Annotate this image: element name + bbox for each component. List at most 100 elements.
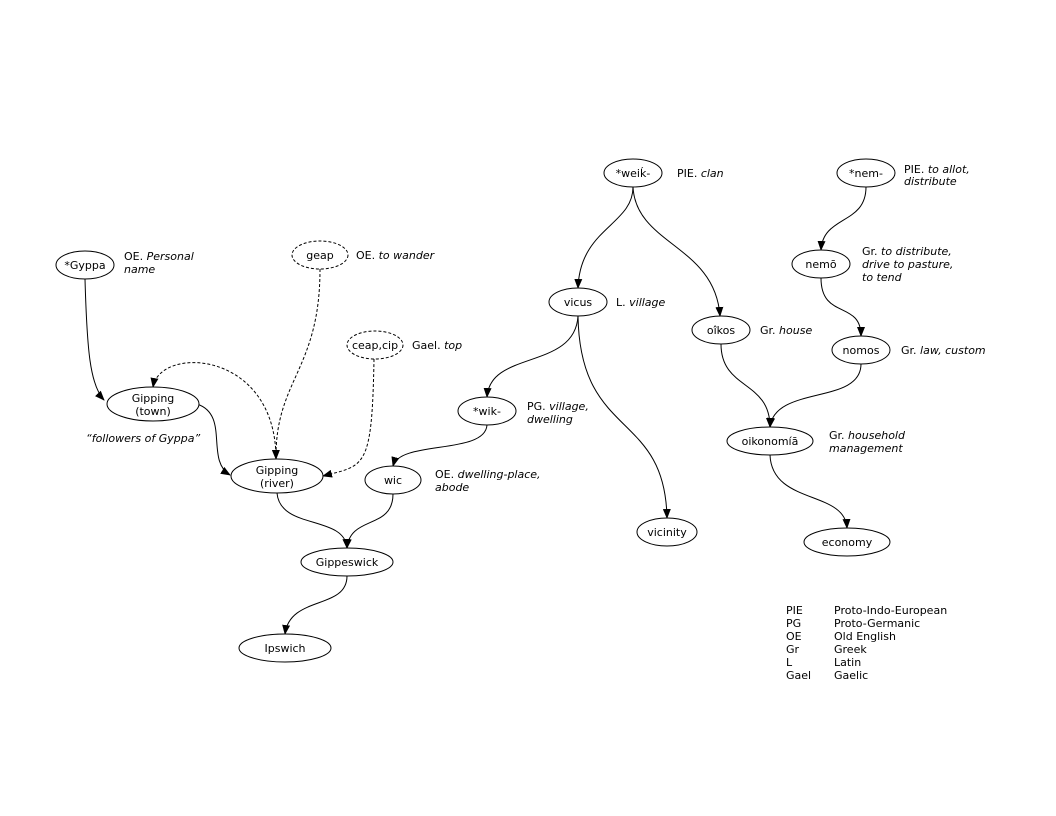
svg-text:name: name — [124, 263, 155, 276]
legend-abbr: PG — [786, 617, 801, 630]
node-label: geap — [306, 249, 333, 262]
node-geap: geap — [291, 240, 349, 270]
edge-gippeswick-ipswich — [282, 575, 348, 635]
svg-text:OE. dwelling-place,: OE. dwelling-place, — [435, 468, 541, 481]
edge-gyppa-gipping-town — [84, 278, 105, 401]
node-label: oîkos — [707, 324, 735, 337]
legend-name: Greek — [834, 643, 867, 656]
edge-vicus-vicinity — [577, 315, 671, 519]
svg-text:OE. to wander: OE. to wander — [356, 249, 436, 262]
svg-text:management: management — [829, 442, 903, 455]
annotation-vicus: L. village — [616, 296, 666, 309]
node-weik: *weiḱ- — [603, 158, 663, 188]
svg-text:PIE. to allot,: PIE. to allot, — [904, 163, 970, 176]
edge-oikos-oikonomia — [720, 343, 774, 428]
legend-name: Proto-Indo-European — [834, 604, 947, 617]
edge-geap-gipping-river — [271, 268, 321, 460]
annotation-gipping-town: “followers of Gyppa” — [86, 432, 200, 445]
svg-text:distribute: distribute — [904, 175, 957, 188]
svg-text:Gr. household: Gr. household — [829, 429, 906, 442]
legend-abbr: OE — [786, 630, 802, 643]
svg-text:“followers of Gyppa”: “followers of Gyppa” — [86, 432, 200, 445]
node-gipping-river: Gipping(river) — [230, 458, 324, 494]
node-label: Gippeswick — [316, 556, 379, 569]
node-label: Ipswich — [264, 642, 305, 655]
node-gipping-town: Gipping(town) — [106, 386, 200, 422]
node-label: wic — [384, 474, 402, 487]
node-nomos: nomos — [831, 335, 891, 365]
node-nem: *nem- — [836, 158, 896, 188]
annotation-oikos: Gr. house — [760, 324, 812, 337]
node-wik: *wik- — [457, 396, 517, 426]
edge-nemo-nomos — [820, 277, 865, 337]
node-label: vicus — [564, 296, 593, 309]
node-label: *weiḱ- — [616, 167, 651, 180]
edge-vicus-wik — [483, 315, 579, 398]
svg-text:Gr. to distribute,: Gr. to distribute, — [862, 245, 952, 258]
svg-text:abode: abode — [435, 481, 469, 494]
edge-nomos-oikonomia — [767, 363, 862, 428]
node-label: (town) — [135, 405, 171, 418]
svg-text:PIE. clan: PIE. clan — [677, 167, 724, 180]
annotation-ceap: Gael. top — [412, 339, 462, 352]
node-label: *Gyppa — [64, 259, 105, 272]
node-label: Gipping — [132, 392, 175, 405]
edge-gipping-town-gipping-river — [196, 403, 231, 476]
svg-text:dwelling: dwelling — [527, 413, 573, 426]
annotation-geap: OE. to wander — [356, 249, 436, 262]
svg-text:L. village: L. village — [616, 296, 666, 309]
node-ipswich: Ipswich — [238, 633, 332, 663]
node-wic: wic — [364, 465, 422, 495]
edge-weik-vicus — [574, 186, 634, 289]
node-nemo: nemō — [791, 249, 851, 279]
node-gyppa: *Gyppa — [55, 250, 115, 280]
node-label: nemō — [805, 258, 836, 271]
node-label: oikonomíā — [742, 435, 799, 448]
svg-text:to tend: to tend — [862, 271, 903, 284]
edge-gipping-river-gippeswick — [276, 492, 351, 549]
edge-nem-nemo — [817, 186, 867, 251]
node-ceap: ceap,cip — [346, 330, 404, 360]
legend-name: Gaelic — [834, 669, 868, 682]
edge-gipping-river-gipping-town — [150, 362, 277, 460]
svg-text:Gr. house: Gr. house — [760, 324, 812, 337]
node-label: *wik- — [473, 405, 501, 418]
svg-text:drive to pasture,: drive to pasture, — [862, 258, 953, 271]
svg-text:Gr. law, custom: Gr. law, custom — [901, 344, 986, 357]
annotation-wik: PG. village,dwelling — [527, 400, 589, 426]
node-label: economy — [822, 536, 873, 549]
node-economy: economy — [803, 527, 891, 557]
svg-text:Gael. top: Gael. top — [412, 339, 462, 352]
edge-ceap-gipping-river — [322, 358, 375, 478]
node-gippeswick: Gippeswick — [300, 547, 394, 577]
edge-wik-wic — [391, 424, 488, 467]
legend-abbr: Gr — [786, 643, 800, 656]
node-label: Gipping — [256, 464, 299, 477]
node-label: *nem- — [849, 167, 883, 180]
edge-weik-oikos — [632, 186, 724, 317]
annotation-weik: PIE. clan — [677, 167, 724, 180]
legend-name: Proto-Germanic — [834, 617, 920, 630]
node-label: nomos — [843, 344, 880, 357]
node-label: ceap,cip — [352, 339, 398, 352]
svg-text:PG. village,: PG. village, — [527, 400, 589, 413]
annotation-wic: OE. dwelling-place,abode — [435, 468, 541, 494]
legend-abbr: Gael — [786, 669, 811, 682]
svg-text:OE. Personal: OE. Personal — [124, 250, 194, 263]
legend-name: Latin — [834, 656, 861, 669]
node-oikonomia: oikonomíā — [726, 426, 814, 456]
annotation-nem: PIE. to allot,distribute — [904, 163, 970, 188]
node-vicus: vicus — [548, 287, 608, 317]
legend-abbr: PIE — [786, 604, 803, 617]
legend-abbr: L — [786, 656, 793, 669]
annotation-nemo: Gr. to distribute,drive to pasture,to te… — [862, 245, 953, 284]
node-label: (river) — [260, 477, 294, 490]
annotation-nomos: Gr. law, custom — [901, 344, 986, 357]
legend-name: Old English — [834, 630, 896, 643]
node-oikos: oîkos — [691, 315, 751, 345]
edge-oikonomia-economy — [769, 454, 851, 529]
